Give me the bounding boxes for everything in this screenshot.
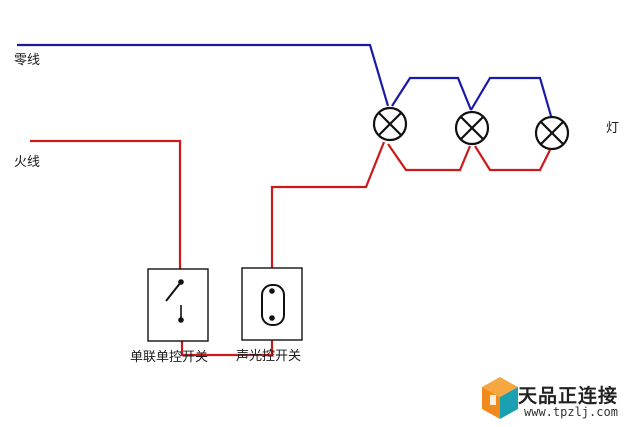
neutral-jumper-2 [470,76,553,117]
sound-light-switch-label: 声光控开关 [236,349,302,364]
brand-url: www.tpzlj.com [524,405,618,419]
neutral-main-wire [17,43,390,107]
live-lamp-jumper-1 [387,143,472,172]
neutral-wire-label: 零线 [14,53,41,68]
live-feed-wire [30,139,182,280]
lamp-icon [534,115,570,151]
sound-light-switch-icon [241,267,303,341]
toggle-switch-icon [147,268,209,342]
lamp-icon [454,110,490,146]
brand-name: 天品正连接 [518,385,619,407]
lamp-label: 灯 [606,121,620,136]
brand-logo-icon [482,377,518,419]
live-wire-label: 火线 [14,155,41,170]
single-switch-label: 单联单控开关 [130,350,209,365]
lamp-icon [372,106,408,142]
neutral-wires [17,43,553,117]
live-lamp-jumper-2 [474,145,551,172]
neutral-jumper-1 [391,76,473,111]
live-to-lamps [270,141,386,283]
brand-watermark: 天品正连接 www.tpzlj.com [472,379,632,423]
